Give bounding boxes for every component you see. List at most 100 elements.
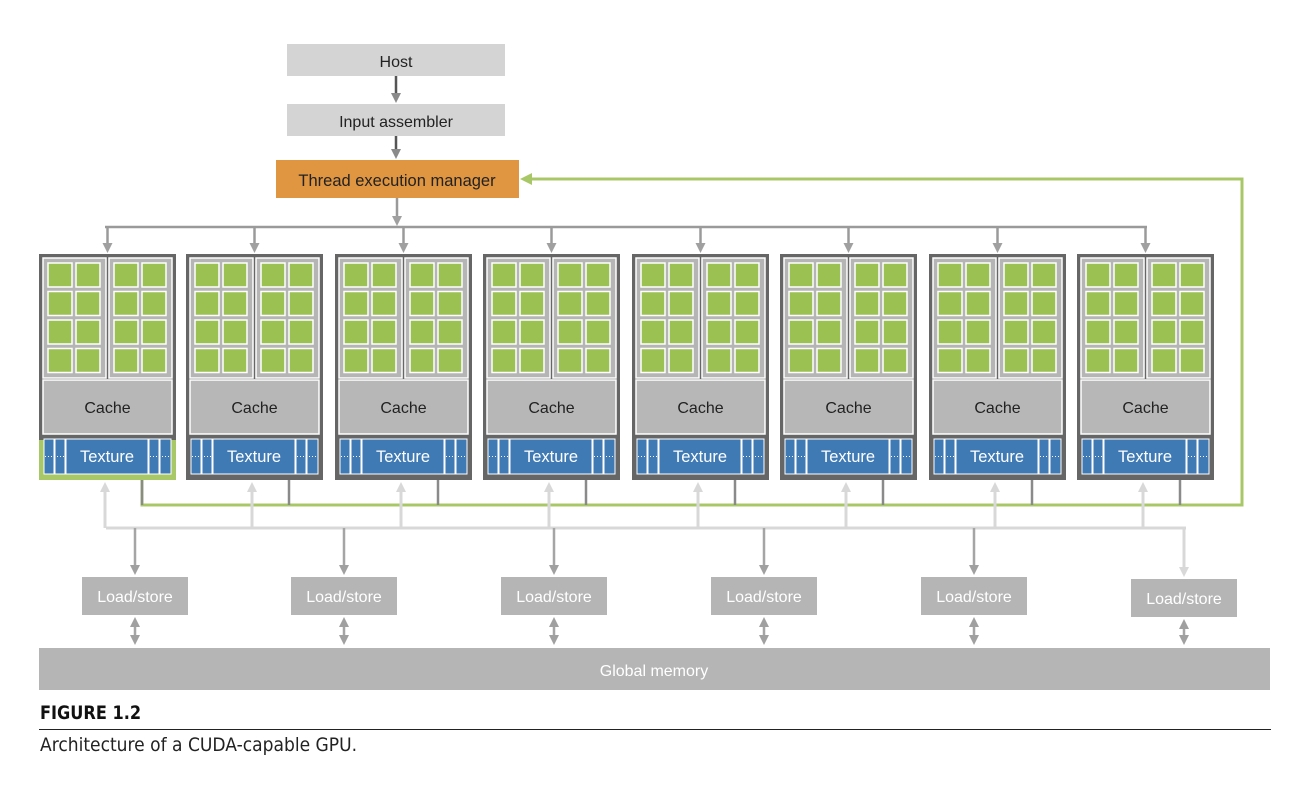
core <box>260 262 286 288</box>
cache-label: Cache <box>528 400 574 417</box>
load-store-unit: Load/store <box>501 528 607 645</box>
load-store-label: Load/store <box>726 589 802 606</box>
core <box>1003 290 1029 317</box>
core <box>47 347 73 374</box>
load-store-unit: Load/store <box>921 528 1027 645</box>
cache-block: Cache <box>338 379 469 435</box>
core-group <box>635 257 700 379</box>
core-group <box>783 257 848 379</box>
texture-label: Texture <box>376 448 430 466</box>
core <box>882 347 908 374</box>
core <box>288 290 314 317</box>
core <box>75 290 101 317</box>
core <box>734 262 760 288</box>
core <box>1113 319 1139 345</box>
core <box>816 290 842 317</box>
core <box>706 290 732 317</box>
core <box>816 319 842 345</box>
core <box>437 319 463 345</box>
core <box>585 262 611 288</box>
core <box>1031 319 1057 345</box>
texture-unit: Texture <box>784 438 913 475</box>
figure-caption: Architecture of a CUDA-capable GPU. <box>40 734 358 756</box>
core <box>260 347 286 374</box>
core <box>937 347 963 374</box>
core <box>47 290 73 317</box>
core <box>1179 347 1205 374</box>
gpu-architecture-diagram: Host Input assembler Thread execution ma… <box>39 44 1270 690</box>
texture-unit: Texture <box>339 438 468 475</box>
core <box>882 290 908 317</box>
core <box>1179 319 1205 345</box>
core <box>371 290 397 317</box>
core <box>113 347 139 374</box>
core <box>1179 290 1205 317</box>
cache-label: Cache <box>677 400 723 417</box>
core <box>437 290 463 317</box>
core <box>854 347 880 374</box>
input-assembler-box: Input assembler <box>287 104 505 136</box>
core <box>491 319 517 345</box>
core <box>640 290 666 317</box>
load-store-box <box>291 577 397 615</box>
core <box>519 262 545 288</box>
core <box>1003 262 1029 288</box>
texture-label: Texture <box>673 448 727 466</box>
core <box>937 262 963 288</box>
core <box>222 262 248 288</box>
core <box>141 347 167 374</box>
load-store-box <box>1131 579 1237 617</box>
caption-divider <box>39 729 1271 730</box>
core <box>1151 262 1177 288</box>
core <box>141 319 167 345</box>
load-store-label: Load/store <box>516 589 592 606</box>
core <box>1151 347 1177 374</box>
core <box>557 347 583 374</box>
load-store-box <box>501 577 607 615</box>
core <box>557 290 583 317</box>
load-store-unit: Load/store <box>82 528 188 645</box>
core <box>585 290 611 317</box>
core <box>519 290 545 317</box>
core <box>409 347 435 374</box>
core-group <box>1146 257 1211 379</box>
load-store-unit: Load/store <box>711 528 817 645</box>
global-memory-label: Global memory <box>600 663 708 680</box>
core <box>75 262 101 288</box>
core <box>141 290 167 317</box>
core-group <box>108 257 173 379</box>
thread-execution-manager-label: Thread execution manager <box>298 172 496 190</box>
global-memory-box: Global memory <box>39 648 1270 690</box>
cache-label: Cache <box>974 400 1020 417</box>
core <box>965 290 991 317</box>
core <box>222 319 248 345</box>
core <box>222 347 248 374</box>
texture-unit: Texture <box>1081 438 1210 475</box>
core <box>519 347 545 374</box>
load-store-box <box>82 577 188 615</box>
core <box>371 347 397 374</box>
core <box>1113 262 1139 288</box>
core <box>1151 319 1177 345</box>
core <box>194 347 220 374</box>
cache-block: Cache <box>1080 379 1211 435</box>
core <box>816 262 842 288</box>
core <box>734 347 760 374</box>
core <box>788 319 814 345</box>
core <box>1085 347 1111 374</box>
core-group <box>338 257 403 379</box>
host-box: Host <box>287 44 505 76</box>
load-store-label: Load/store <box>936 589 1012 606</box>
load-store-label: Load/store <box>97 589 173 606</box>
core <box>141 262 167 288</box>
core <box>113 262 139 288</box>
core <box>437 262 463 288</box>
core <box>1085 319 1111 345</box>
cache-block: Cache <box>783 379 914 435</box>
texture-label: Texture <box>524 448 578 466</box>
core <box>47 319 73 345</box>
cache-block: Cache <box>189 379 320 435</box>
core-group <box>486 257 551 379</box>
texture-label: Texture <box>227 448 281 466</box>
